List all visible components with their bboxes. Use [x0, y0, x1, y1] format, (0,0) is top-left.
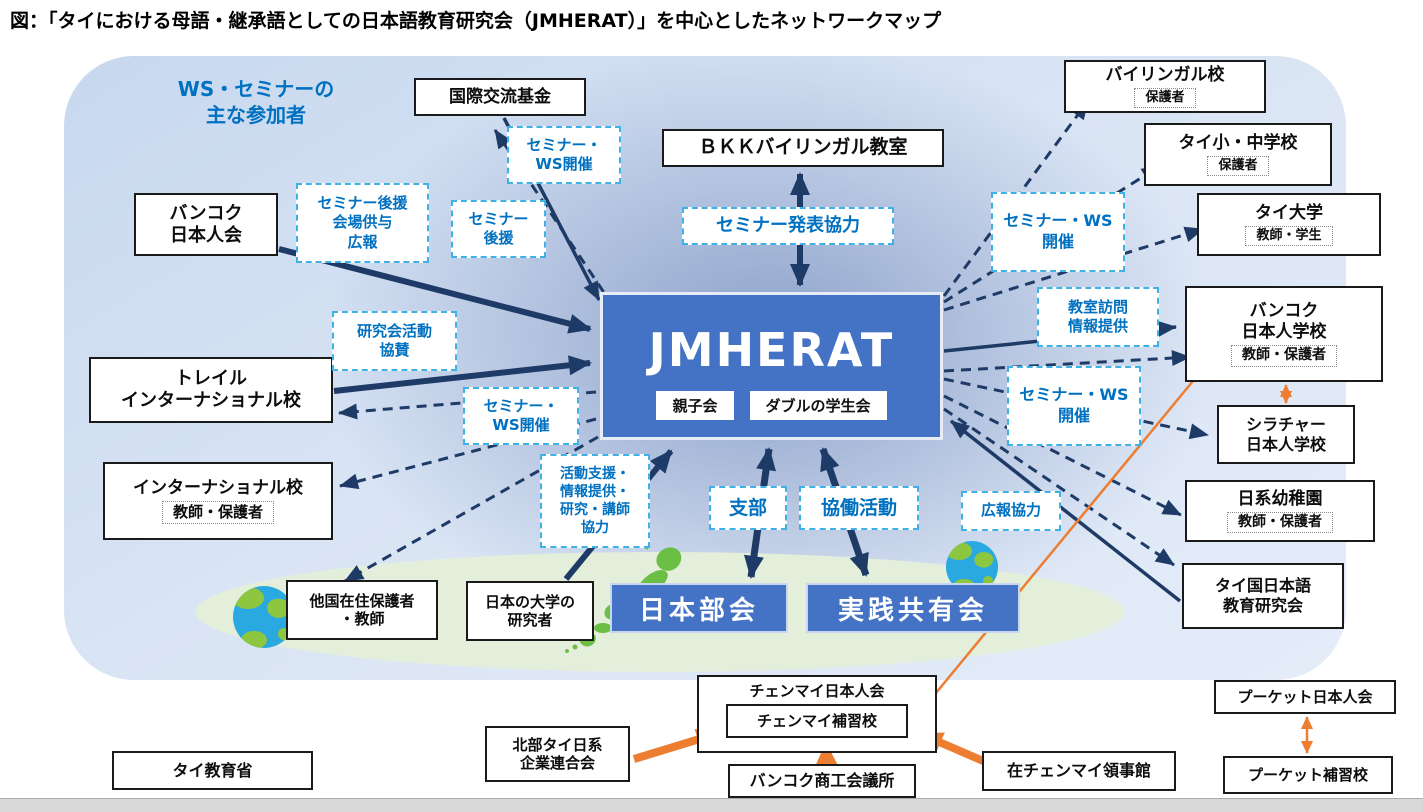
node-bangkok-chamber-of-commerce: バンコク商工会議所: [728, 764, 916, 798]
globe-icon: [233, 586, 295, 648]
node-practice-sharing: 実践共有会: [806, 583, 1020, 633]
label-seminar-support: セミナー後援: [451, 200, 546, 258]
label-research-activity-sponsorship: 研究会活動協賛: [332, 311, 457, 371]
node-sriracha-japanese-school: シラチャー日本人学校: [1217, 405, 1355, 464]
node-bkk-bilingual-class: ＢＫＫバイリンガル教室: [662, 129, 944, 167]
label-activity-support-info-research-lecturer: 活動支援・情報提供・研究・講師協力: [540, 454, 650, 548]
node-chiangmai-consulate: 在チェンマイ領事館: [982, 751, 1176, 791]
node-bangkok-japanese-school: バンコク日本人学校 教師・保護者: [1185, 286, 1383, 382]
node-trail-international-school: トレイルインターナショナル校: [89, 357, 333, 423]
node-international-school-members: 教師・保護者: [161, 500, 274, 524]
node-phuket-japanese-association: プーケット日本人会: [1214, 680, 1396, 714]
arrow-bkkschool-chiangmai: [916, 380, 1194, 717]
label-class-visit-info: 教室訪問情報提供: [1037, 287, 1159, 347]
node-thai-japanese-education-assoc: タイ国日本語教育研究会: [1182, 563, 1344, 629]
node-bilingual-school-members: 保護者: [1134, 87, 1196, 108]
diagram-title: 図：「タイにおける母語・継承語としての日本語教育研究会（JMHERAT）」を中心…: [10, 10, 942, 32]
node-chiangmai-hoshuko: チェンマイ補習校: [726, 704, 908, 739]
node-japanese-kindergarten: 日系幼稚園 教師・保護者: [1185, 480, 1375, 542]
node-thai-university-members: 教師・学生: [1245, 225, 1333, 246]
node-japan-branch: 日本部会: [610, 583, 788, 633]
jmherat-title: JMHERAT: [648, 322, 895, 377]
label-seminar-ws-host-left: セミナー・WS開催: [463, 387, 579, 445]
node-international-school: インターナショナル校 教師・保護者: [103, 462, 333, 540]
node-jmherat: JMHERAT 親子会 ダブルの学生会: [600, 292, 943, 440]
node-chiangmai-japanese-association: チェンマイ日本人会 チェンマイ補習校: [697, 675, 937, 753]
node-bangkok-japanese-school-members: 教師・保護者: [1231, 344, 1337, 367]
label-seminar-presentation-cooperation: セミナー発表協力: [682, 207, 894, 245]
node-thai-school-members: 保護者: [1207, 155, 1269, 176]
node-phuket-hoshuko: プーケット補習校: [1223, 756, 1393, 794]
node-thai-university: タイ大学 教師・学生: [1197, 193, 1381, 256]
node-overseas-parents-teachers: 他国在住保護者・教師: [286, 580, 438, 640]
node-northern-thai-business-federation: 北部タイ日系企業連合会: [485, 726, 630, 782]
arrow-trail-to-jmherat: [333, 355, 592, 394]
node-oyako-kai: 親子会: [656, 390, 734, 420]
node-japan-university-researchers: 日本の大学の研究者: [466, 581, 594, 641]
node-thai-elementary-middle-school: タイ小・中学校 保護者: [1144, 123, 1332, 186]
label-branch: 支部: [709, 486, 787, 530]
label-pr-cooperation: 広報協力: [961, 491, 1061, 531]
node-kindergarten-members: 教師・保護者: [1227, 511, 1333, 534]
node-japan-foundation: 国際交流基金: [414, 78, 586, 116]
label-collaborative-activity: 協働活動: [799, 486, 919, 530]
label-seminar-ws-host-top: セミナー・WS開催: [507, 126, 621, 184]
node-bangkok-japanese-association: バンコク日本人会: [134, 193, 278, 256]
node-thai-ministry-of-education: タイ教育省: [112, 751, 313, 790]
node-double-students: ダブルの学生会: [749, 390, 887, 420]
node-bilingual-school: バイリンガル校 保護者: [1064, 60, 1266, 113]
bottom-gray-strip: [0, 798, 1423, 812]
legend-ws-participants: WS・セミナーの主な参加者: [177, 77, 335, 127]
label-seminar-support-venue-pr: セミナー後援会場供与広報: [296, 183, 429, 263]
